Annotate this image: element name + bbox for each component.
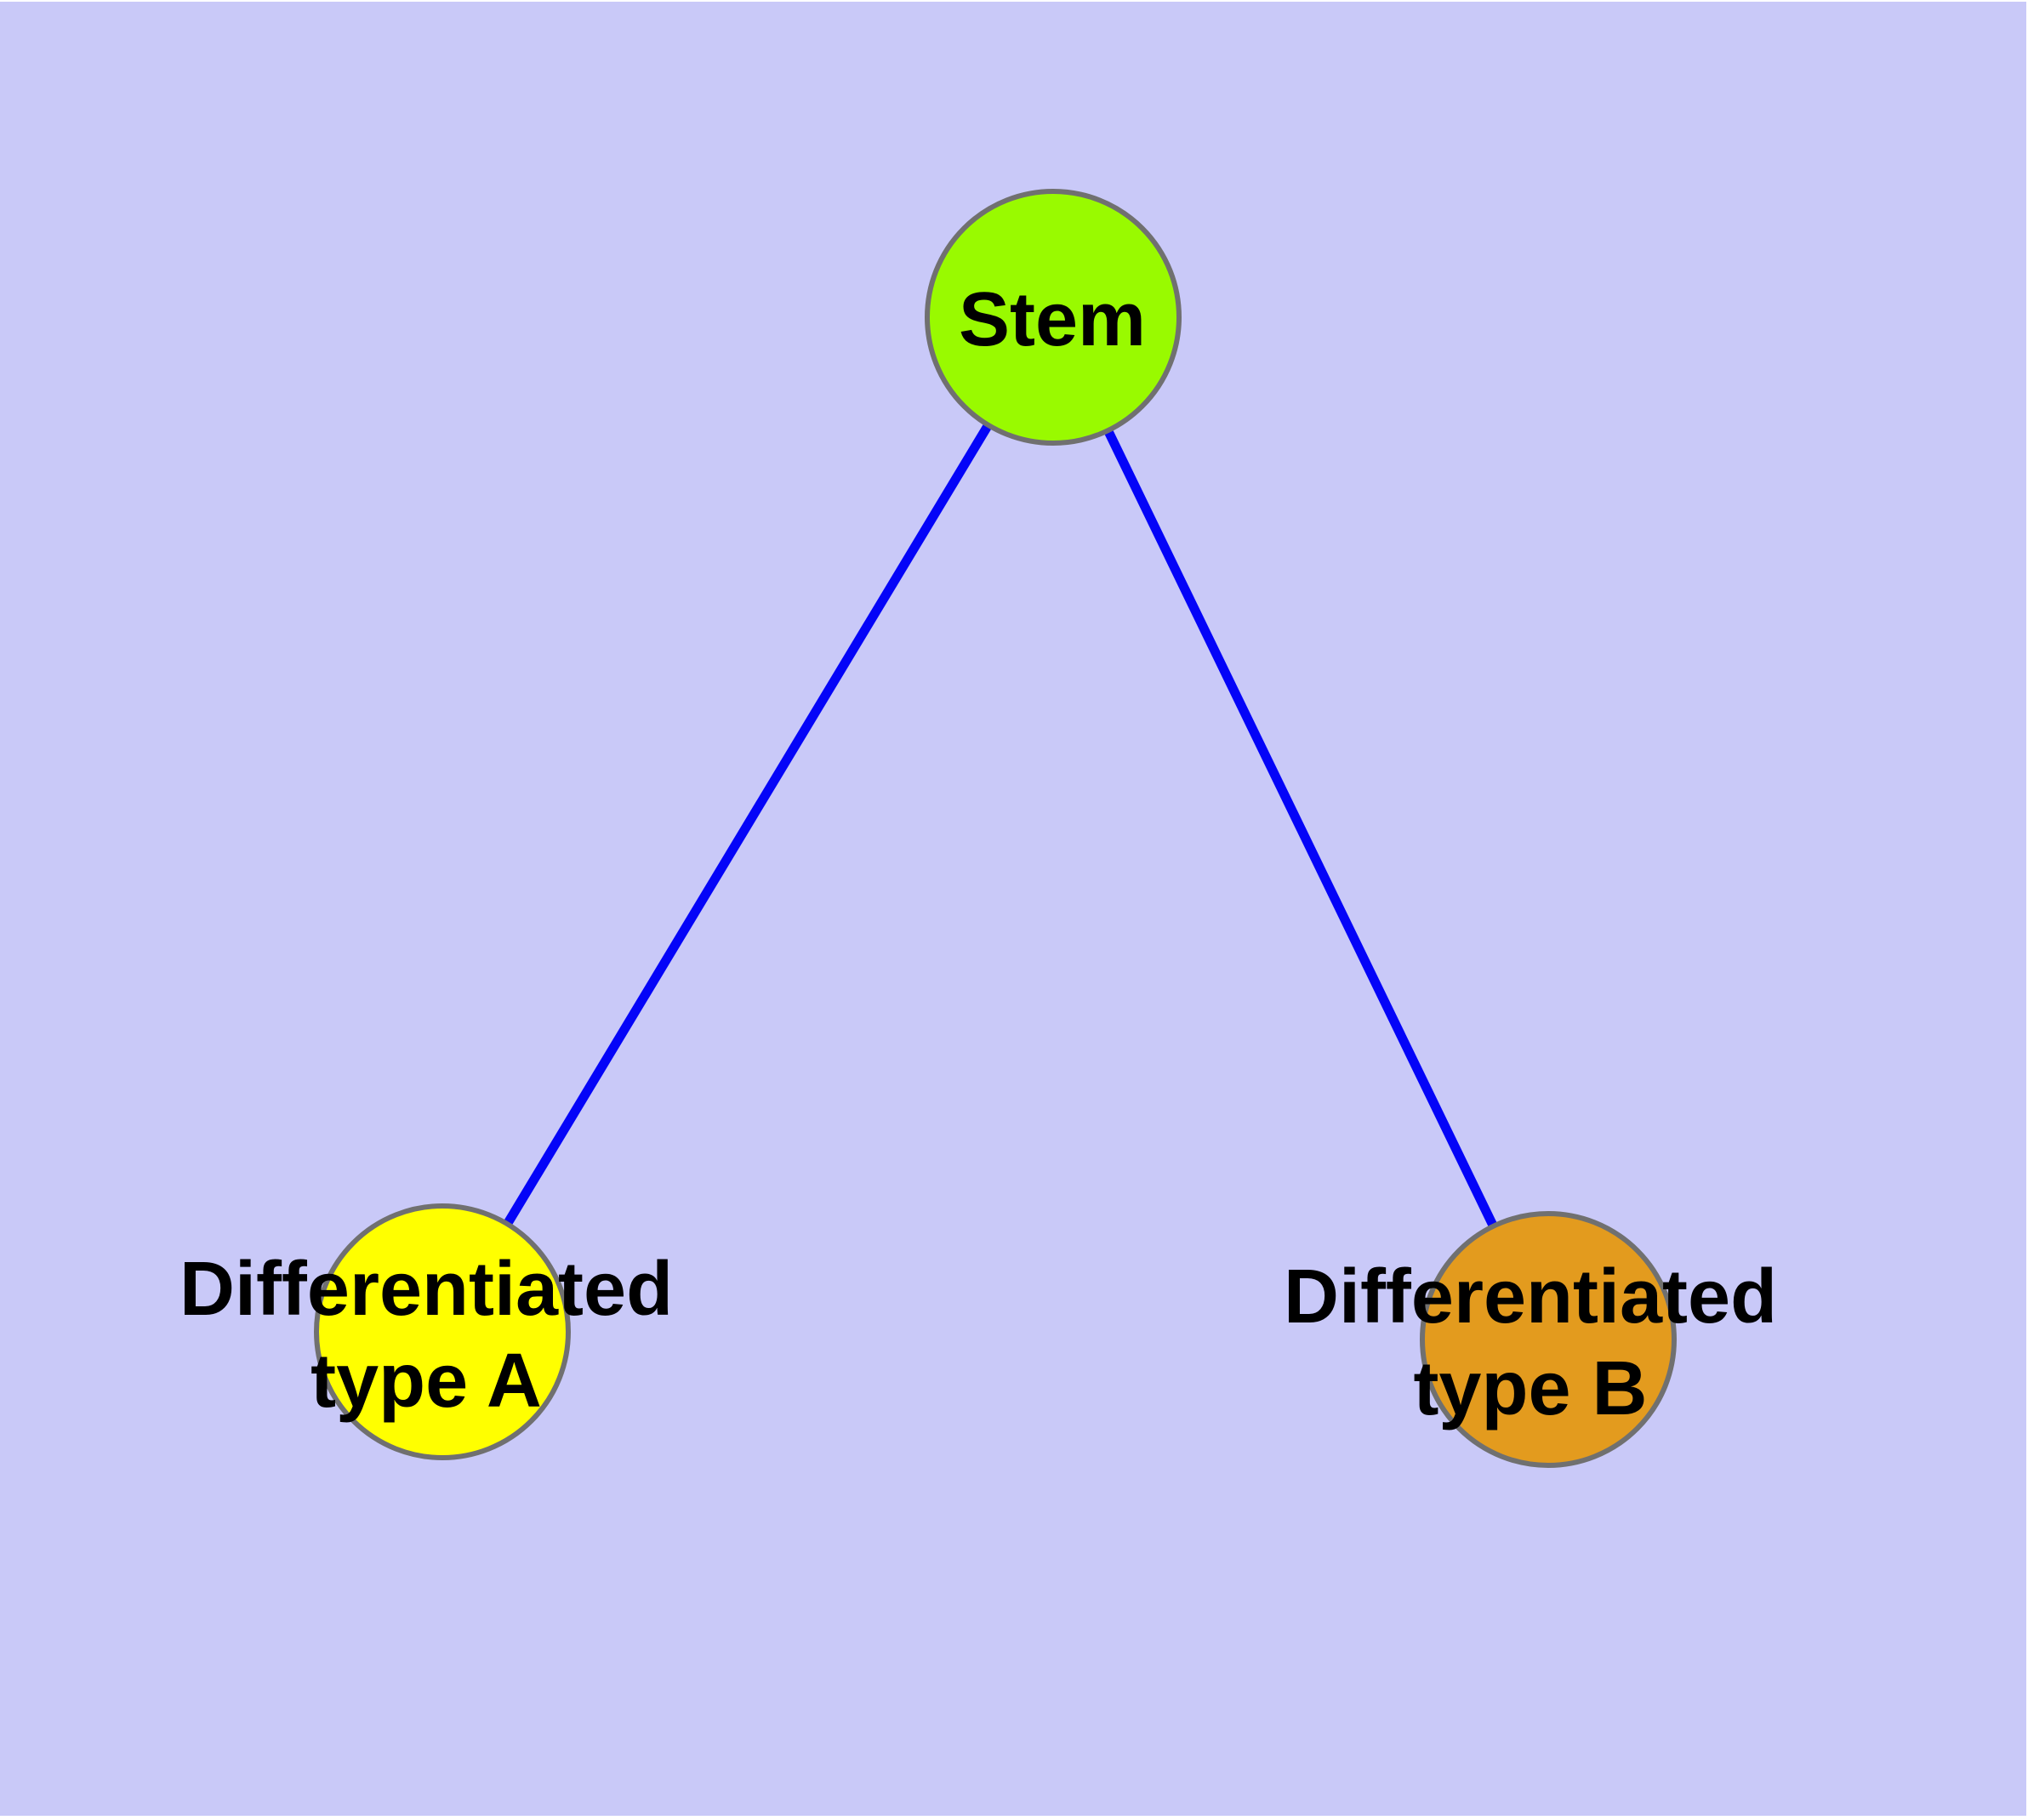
node-type-b-label: Differentiated type B — [1284, 1251, 1777, 1435]
edge-stem-to-type-a — [438, 315, 1057, 1334]
node-type-a-label: Differentiated type A — [179, 1243, 673, 1427]
node-type-a-label-line2: type A — [310, 1339, 542, 1424]
node-type-b-label-line2: type B — [1413, 1346, 1648, 1431]
node-type-a-label-line1: Differentiated — [179, 1247, 674, 1332]
edge-stem-to-type-b — [1049, 315, 1552, 1342]
node-stem-label: Stem — [958, 277, 1147, 362]
node-type-b-label-line1: Differentiated — [1283, 1254, 1778, 1339]
node-type-b-circle — [1420, 1211, 1677, 1468]
node-stem-circle — [925, 189, 1182, 446]
node-type-a-circle — [314, 1203, 571, 1460]
